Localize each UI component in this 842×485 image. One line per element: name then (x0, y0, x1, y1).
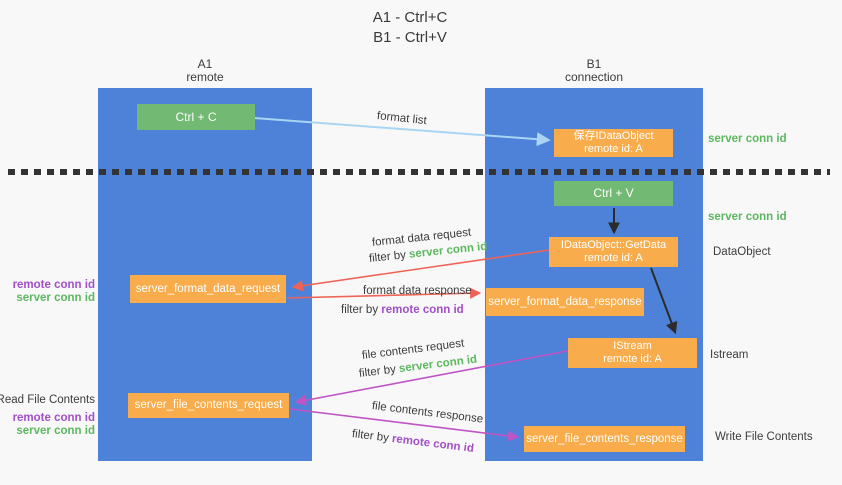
server-format-data-request-node: server_format_data_request (130, 275, 286, 303)
server-conn-id-text: server conn id (398, 353, 478, 376)
lane-a1-name: A1 (197, 57, 213, 71)
istream-node: IStream remote id: A (568, 338, 697, 368)
diagram-title: A1 - Ctrl+C B1 - Ctrl+V (0, 8, 820, 48)
save-idataobject-line2: remote id: A (584, 143, 643, 155)
remote-conn-id-text: remote conn id (391, 432, 475, 455)
format-list-label: format list (376, 110, 428, 128)
lane-b1-name: B1 (586, 57, 602, 71)
filter-by-text: filter by (341, 304, 379, 316)
server-conn-id-right-mid: server conn id (708, 211, 787, 223)
server-file-contents-response-node: server_file_contents_response (524, 426, 685, 452)
read-file-contents-label: Read File Contents (0, 394, 95, 406)
remote-conn-id-text: remote conn id (381, 304, 464, 316)
file-contents-response-label: file contents response (371, 400, 484, 426)
session-separator-line (8, 169, 830, 175)
server-format-data-response-node: server_format_data_response (486, 288, 644, 316)
save-idataobject-node: 保存IDataObject remote id: A (554, 129, 673, 157)
save-idataobject-line1: 保存IDataObject (573, 130, 654, 142)
getdata-line1: IDataObject::GetData (560, 239, 667, 251)
getdata-line2: remote id: A (584, 252, 643, 264)
remote-conn-id-left-2: remote conn id (12, 412, 95, 424)
dataobject-side-label: DataObject (713, 246, 771, 258)
title-line-1: A1 - Ctrl+C (372, 9, 448, 26)
filter-by-text: filter by (351, 428, 390, 445)
istream-side-label: Istream (710, 349, 749, 361)
ctrl-v-node: Ctrl + V (554, 181, 673, 206)
remote-conn-id-left-1: remote conn id (12, 279, 95, 291)
ctrl-c-node: Ctrl + C (137, 104, 255, 130)
idataobject-getdata-node: IDataObject::GetData remote id: A (549, 237, 678, 267)
lane-header-b1: B1 connection (485, 58, 703, 84)
lane-header-a1: A1 remote (98, 58, 312, 84)
filter-by-text: filter by (358, 363, 397, 380)
write-file-contents-label: Write File Contents (715, 431, 813, 443)
server-conn-id-left-2: server conn id (16, 425, 95, 437)
server-conn-id-right-top: server conn id (708, 133, 787, 145)
lane-a1-role: remote (186, 70, 224, 84)
lane-b1-role: connection (564, 70, 624, 84)
filter-by-text: filter by (368, 249, 407, 265)
filter-by-remote-conn-id-label-2: filter by remote conn id (351, 428, 474, 455)
server-conn-id-left-1: server conn id (16, 292, 95, 304)
filter-by-remote-conn-id-label-1: filter by remote conn id (341, 304, 464, 316)
istream-line1: IStream (613, 340, 652, 352)
title-line-2: B1 - Ctrl+V (373, 29, 447, 46)
format-data-response-label: format data response (363, 285, 472, 297)
istream-line2: remote id: A (603, 353, 662, 365)
server-file-contents-request-node: server_file_contents_request (128, 393, 289, 418)
